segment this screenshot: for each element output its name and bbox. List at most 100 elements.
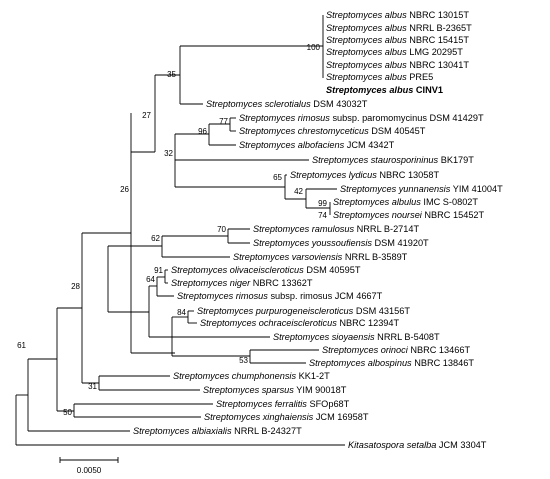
bootstrap-value: 28: [71, 282, 80, 291]
leaf-strain: NRRL B-2365T: [407, 23, 472, 33]
leaf-strain: NRRL B-24327T: [232, 426, 303, 436]
leaf-strain: BK179T: [438, 155, 474, 165]
leaf-species: Streptomyces lydicus: [290, 170, 377, 180]
leaf-strain: YIM 41004T: [450, 184, 503, 194]
leaf-strain: NBRC 15452T: [422, 210, 485, 220]
bootstrap-value: 70: [217, 225, 226, 234]
leaf-label: Streptomyces niger NBRC 13362T: [171, 278, 313, 288]
leaf-species: Streptomyces albofaciens: [239, 140, 345, 150]
leaf-strain: subsp. paromomycinus DSM 41429T: [330, 113, 484, 123]
tree-branches: [15, 15, 345, 446]
leaf-label: Streptomyces varsoviensis NRRL B-3589T: [233, 252, 408, 262]
leaf-label: Streptomyces staurosporininus BK179T: [312, 155, 474, 165]
leaf-species: Streptomyces sparsus: [203, 385, 294, 395]
leaf-strain: JCM 3304T: [436, 440, 486, 450]
leaf-label: Streptomyces ferralitis SFOp68T: [216, 399, 350, 409]
bootstrap-value: 91: [154, 266, 163, 275]
bootstrap-value: 27: [142, 111, 151, 120]
leaf-strain: NBRC 12394T: [337, 318, 400, 328]
leaf-label: Kitasatospora setalba JCM 3304T: [348, 440, 487, 450]
bootstrap-value: 100: [307, 43, 321, 52]
leaf-strain: KK1-2T: [296, 371, 330, 381]
leaf-label: Streptomyces rimosus subsp. rimosus JCM …: [177, 291, 383, 301]
leaf-species: Streptomyces rimosus: [239, 113, 330, 123]
leaf-species: Streptomyces albus: [326, 72, 407, 82]
leaf-species: Streptomyces albus: [326, 10, 407, 20]
bootstrap-value: 42: [294, 187, 303, 196]
leaf-label: Streptomyces purpurogeneiscleroticus DSM…: [197, 306, 410, 316]
leaf-species: Streptomyces rimosus: [177, 291, 268, 301]
leaf-strain: NBRC 13041T: [407, 60, 470, 70]
leaf-species: Streptomyces albiaxialis: [133, 426, 232, 436]
leaf-label: Streptomyces albus CINV1: [326, 85, 443, 95]
bootstrap-value: 53: [239, 356, 248, 365]
leaf-label: Streptomyces sclerotialus DSM 43032T: [206, 99, 368, 109]
leaf-species: Streptomyces albus: [326, 60, 407, 70]
leaf-species: Streptomyces niger: [171, 278, 251, 288]
leaf-strain: DSM 41920T: [372, 238, 429, 248]
leaf-strain: NBRC 13362T: [250, 278, 313, 288]
leaf-label: Streptomyces albus LMG 20295T: [326, 47, 463, 57]
leaf-species: Streptomyces sioyaensis: [273, 332, 375, 342]
leaf-label: Streptomyces ramulosus NRRL B-2714T: [253, 224, 420, 234]
leaf-label: Streptomyces albus PRE5: [326, 72, 433, 82]
bootstrap-value: 84: [177, 308, 186, 317]
leaf-strain: DSM 43156T: [353, 306, 410, 316]
leaf-strain: CINV1: [413, 85, 443, 95]
leaf-label: Streptomyces albospinus NBRC 13846T: [309, 358, 474, 368]
leaf-label: Streptomyces albulus IMC S-0802T: [333, 197, 478, 207]
leaf-strain: DSM 40595T: [304, 265, 361, 275]
bootstrap-value: 26: [120, 185, 129, 194]
leaf-label: Streptomyces albus NRRL B-2365T: [326, 23, 472, 33]
leaf-strain: NBRC 13846T: [412, 358, 475, 368]
leaf-label: Streptomyces albofaciens JCM 4342T: [239, 140, 395, 150]
leaf-label: Streptomyces lydicus NBRC 13058T: [290, 170, 439, 180]
leaf-label: Streptomyces albus NBRC 15415T: [326, 35, 469, 45]
leaf-species: Streptomyces sclerotialus: [206, 99, 311, 109]
bootstrap-values: 1003527779632654299742670629164845328315…: [17, 43, 327, 417]
leaf-species: Streptomyces olivaceiscleroticus: [171, 265, 304, 275]
leaf-label: Streptomyces olivaceiscleroticus DSM 405…: [171, 265, 361, 275]
scale-bar-label: 0.0050: [77, 466, 102, 475]
leaf-strain: NRRL B-3589T: [342, 252, 407, 262]
leaf-label: Streptomyces sparsus YIM 90018T: [203, 385, 347, 395]
leaf-strain: JCM 16958T: [313, 412, 369, 422]
leaf-species: Streptomyces albus: [326, 23, 407, 33]
leaf-strain: NBRC 15415T: [407, 35, 470, 45]
scale-bar: 0.0050: [59, 457, 119, 475]
leaf-species: Streptomyces albulus: [333, 197, 421, 207]
leaf-labels: Streptomyces albus NBRC 13015TStreptomyc…: [133, 10, 503, 450]
bootstrap-value: 77: [219, 117, 228, 126]
leaf-label: Streptomyces xinghaiensis JCM 16958T: [204, 412, 369, 422]
leaf-strain: SFOp68T: [307, 399, 350, 409]
leaf-strain: NBRC 13466T: [408, 345, 471, 355]
bootstrap-value: 62: [151, 234, 160, 243]
leaf-strain: NRRL B-5408T: [375, 332, 440, 342]
leaf-species: Streptomyces ochraceiscleroticus: [200, 318, 337, 328]
bootstrap-value: 61: [17, 341, 26, 350]
leaf-strain: PRE5: [407, 72, 434, 82]
leaf-strain: DSM 40545T: [369, 126, 426, 136]
leaf-strain: IMC S-0802T: [421, 197, 479, 207]
leaf-label: Streptomyces sioyaensis NRRL B-5408T: [273, 332, 440, 342]
bootstrap-value: 35: [167, 70, 176, 79]
bootstrap-value: 74: [318, 211, 327, 220]
leaf-strain: LMG 20295T: [407, 47, 464, 57]
bootstrap-value: 96: [198, 127, 207, 136]
bootstrap-value: 99: [318, 199, 327, 208]
leaf-label: Streptomyces chumphonensis KK1-2T: [173, 371, 330, 381]
leaf-strain: NBRC 13058T: [377, 170, 440, 180]
leaf-species: Streptomyces albospinus: [309, 358, 412, 368]
leaf-species: Streptomyces youssoufiensis: [253, 238, 372, 248]
leaf-species: Streptomyces ramulosus: [253, 224, 355, 234]
leaf-label: Streptomyces yunnanensis YIM 41004T: [340, 184, 503, 194]
leaf-species: Streptomyces staurosporininus: [312, 155, 439, 165]
leaf-strain: NBRC 13015T: [407, 10, 470, 20]
leaf-species: Streptomyces ferralitis: [216, 399, 307, 409]
bootstrap-value: 65: [273, 173, 282, 182]
leaf-species: Streptomyces albus: [326, 85, 413, 95]
leaf-species: Streptomyces albus: [326, 35, 407, 45]
leaf-species: Streptomyces yunnanensis: [340, 184, 451, 194]
bootstrap-value: 31: [88, 382, 97, 391]
